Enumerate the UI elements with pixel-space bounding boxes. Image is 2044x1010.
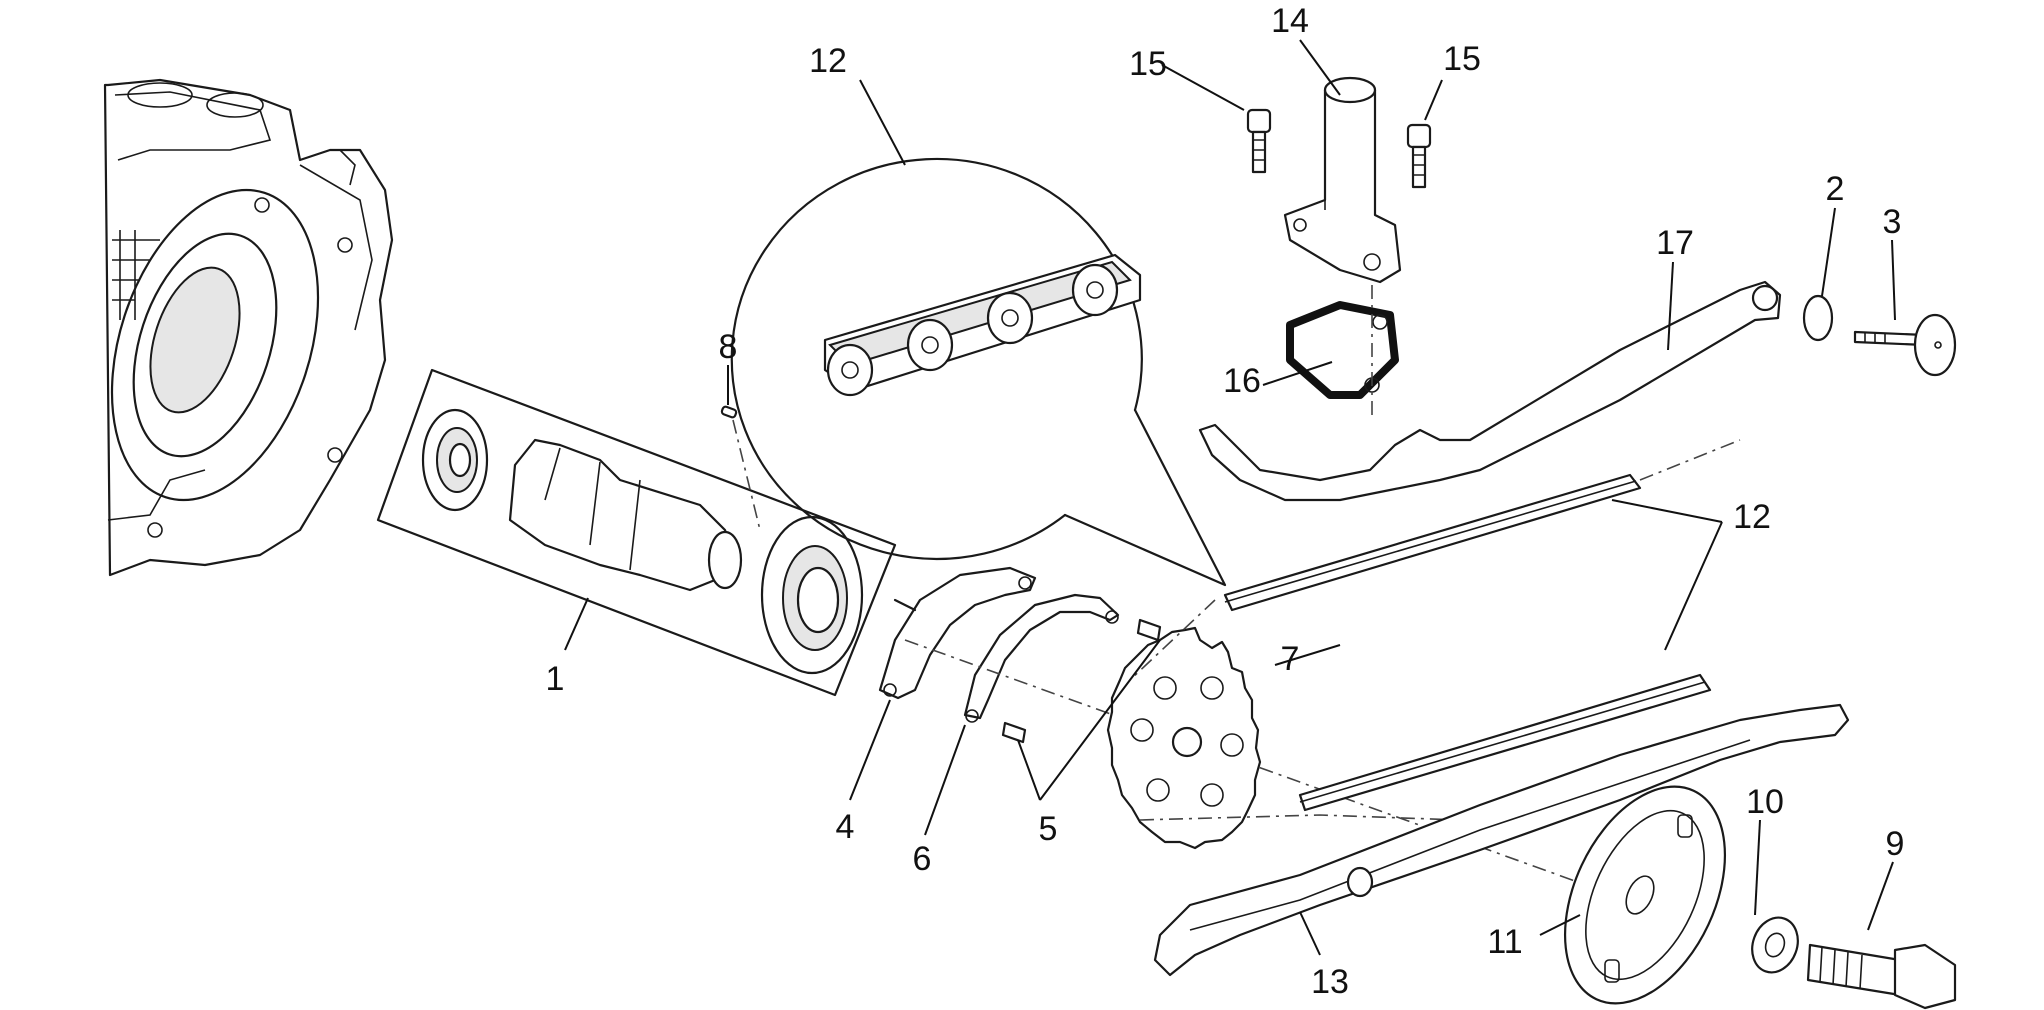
callout-9: 9	[1886, 825, 1905, 863]
callout-12-chains: 12	[1733, 498, 1771, 536]
callout-15-right: 15	[1443, 40, 1481, 78]
callout-5: 5	[1039, 810, 1058, 848]
sprocket-cover	[1563, 785, 1727, 1005]
callout-14: 14	[1271, 2, 1309, 40]
callout-labels: 1 2 3 4 5 6 7 8 9 10 11 12 12 13 14 15 1…	[546, 2, 1905, 1001]
upper-chain-guide	[1198, 280, 1782, 502]
callout-6: 6	[913, 840, 932, 878]
retaining-ring	[963, 593, 1120, 723]
sprocket-bolt	[1806, 943, 1957, 1010]
callout-7: 7	[1281, 640, 1300, 678]
callout-8: 8	[719, 328, 738, 366]
thrust-plate	[878, 566, 1037, 700]
callout-2: 2	[1826, 170, 1845, 208]
callout-10: 10	[1746, 783, 1784, 821]
chain-detail-magnifier	[730, 157, 1227, 587]
callout-12-detail: 12	[809, 42, 847, 80]
bolt-right	[1406, 123, 1432, 189]
callout-13: 13	[1311, 963, 1349, 1001]
washer	[1751, 916, 1799, 974]
callout-16: 16	[1223, 362, 1261, 400]
timing-chain-upper	[1223, 439, 1741, 612]
cam-sprocket	[1106, 626, 1262, 850]
chain-link-detail	[823, 253, 1142, 397]
callout-11: 11	[1487, 923, 1522, 961]
bolt-left	[1246, 108, 1272, 174]
callout-1: 1	[546, 660, 565, 698]
leader-lines	[564, 39, 1896, 956]
tensioner-gasket	[1286, 285, 1399, 420]
callout-17: 17	[1656, 224, 1694, 262]
engine-crankcase	[103, 78, 394, 577]
lower-chain-guide	[1153, 703, 1850, 977]
guide-pin	[1853, 313, 1957, 377]
camshaft-assembly	[376, 368, 897, 697]
o-ring	[1802, 294, 1834, 342]
callout-15-left: 15	[1129, 45, 1167, 83]
chain-tensioner	[1283, 76, 1402, 284]
callout-3: 3	[1883, 203, 1902, 241]
callout-4: 4	[836, 808, 855, 846]
timing-chain-lower	[1298, 673, 1712, 812]
